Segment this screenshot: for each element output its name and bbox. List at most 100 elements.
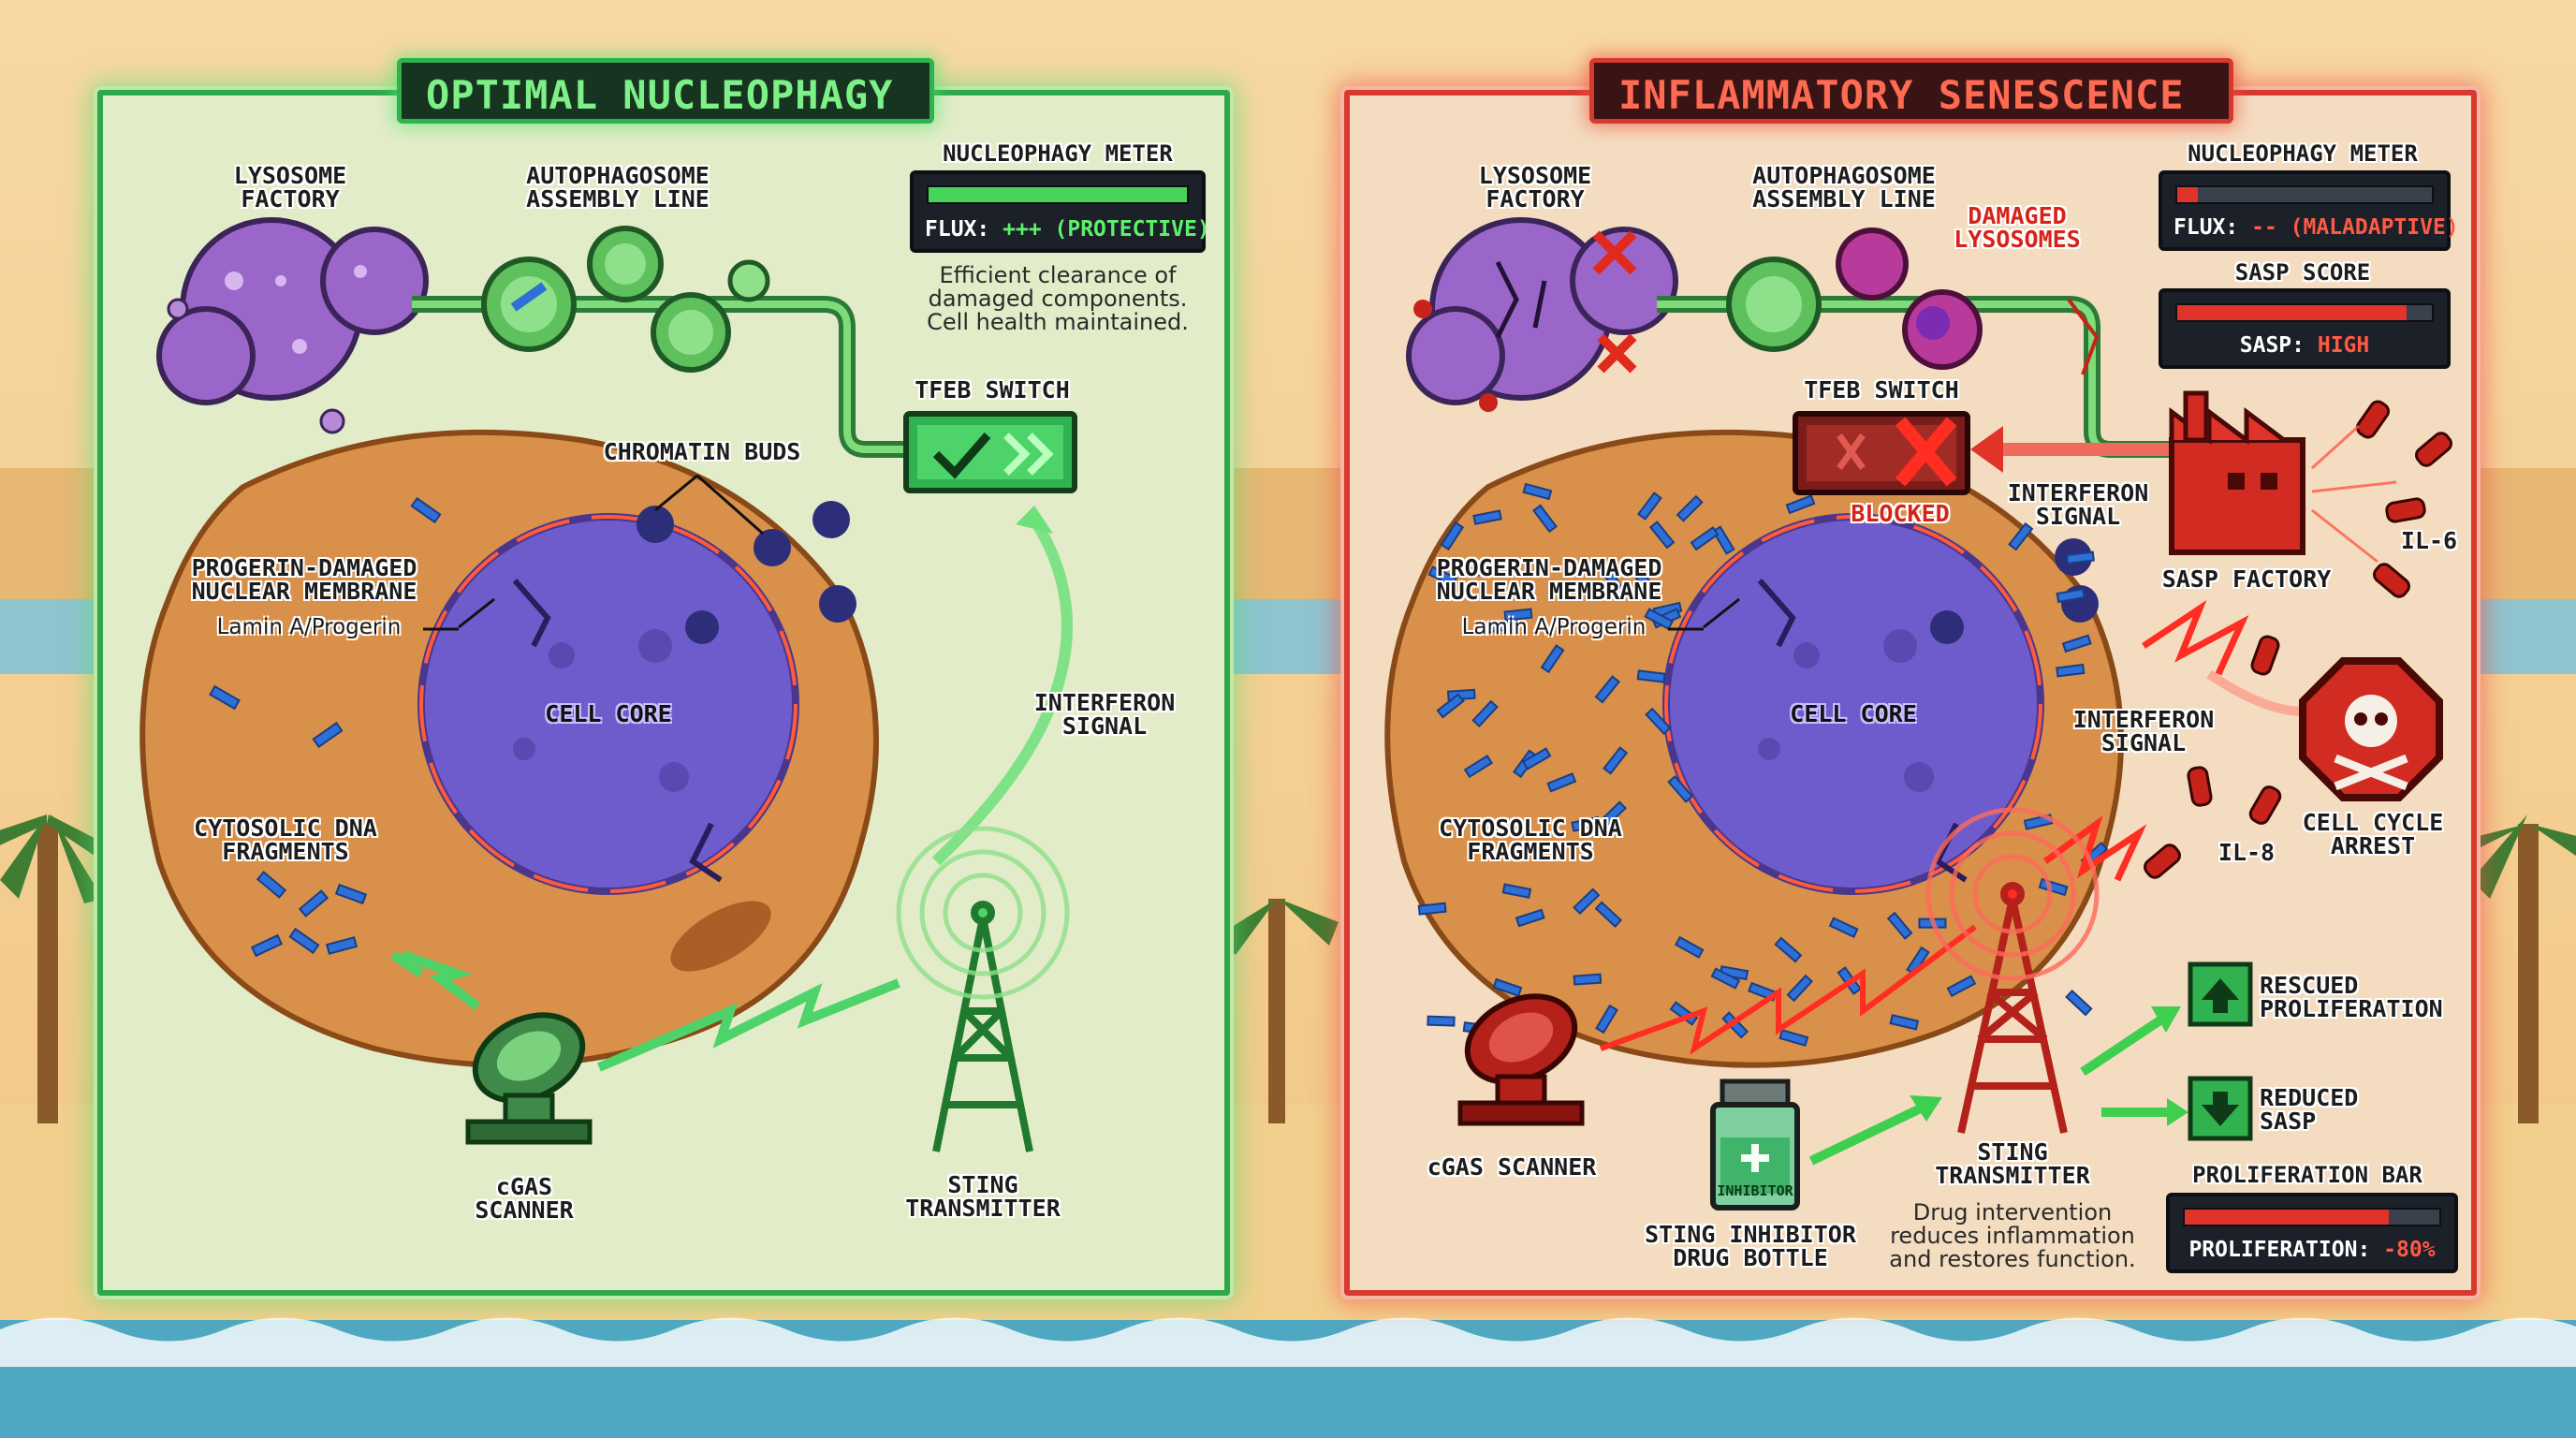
dna-fragment: [1470, 560, 1500, 579]
cgas-scanner-icon: [465, 1012, 593, 1145]
tfeb-switch-on-icon: [903, 411, 1077, 493]
dna-fragment: [2056, 663, 2086, 678]
dna-fragment: [1645, 707, 1672, 736]
dna-fragment: [1522, 482, 1553, 501]
dna-fragment: [1417, 902, 1447, 916]
dna-fragment: [1471, 699, 1499, 728]
left-meter-title: NUCLEOPHAGY METER: [943, 140, 1173, 167]
dna-fragment: [2065, 989, 2093, 1017]
chromatin-bud: [819, 585, 856, 623]
dna-fragment: [1629, 565, 1656, 594]
dna-fragment: [2061, 634, 2092, 653]
il6-label: IL-6: [2400, 527, 2458, 554]
bottle-label: INHIBITOR: [1717, 1182, 1793, 1199]
right-cell-core-label: CELL CORE: [1790, 700, 1917, 727]
dna-fragment: [1886, 911, 1913, 940]
sasp-fill: [2177, 305, 2407, 320]
chromatin-bud: [1930, 610, 1964, 644]
sting-tower-red-icon: [1957, 882, 2068, 1134]
il8-label: IL-8: [2217, 839, 2276, 866]
sasp-factory-label: SASP FACTORY: [2161, 565, 2332, 593]
left-meter-fill: [929, 187, 1187, 202]
dna-fragment: [1501, 883, 1532, 899]
dna-fragment: [1636, 669, 1666, 683]
right-tfeb-label: TFEB SWITCH: [1804, 376, 1959, 404]
chromatin-bud: [637, 506, 674, 543]
dna-fragment: [1774, 936, 1803, 963]
dna-fragment: [1472, 509, 1502, 525]
sting-inhibitor-bottle-icon: [1710, 1078, 1800, 1211]
right-lamin-label: Lamin A/Progerin: [1461, 615, 1647, 639]
dna-fragment: [1427, 1015, 1456, 1027]
sasp-factory-icon: [2169, 390, 2305, 555]
left-nucleophagy-meter: FLUX: +++ (PROTECTIVE): [910, 170, 1210, 253]
chromatin-buds-label: CHROMATIN BUDS: [603, 438, 801, 465]
left-panel-title: OPTIMAL NUCLEOPHAGY: [397, 58, 934, 124]
dna-fragment: [1778, 1029, 1809, 1047]
dna-fragment: [1492, 977, 1523, 997]
dna-fragment: [1594, 901, 1623, 928]
arrow-up-icon: [2188, 961, 2253, 1027]
sasp-score-meter: SASP: HIGH: [2159, 288, 2451, 369]
dna-fragment: [1828, 917, 1859, 938]
dna-fragment: [1595, 1004, 1618, 1034]
left-cell-core-label: CELL CORE: [545, 700, 672, 727]
dna-fragment: [1594, 675, 1621, 704]
dna-fragment: [1599, 800, 1627, 829]
dna-fragment: [1503, 608, 1533, 622]
tfeb-switch-blocked[interactable]: [1793, 412, 1970, 496]
damaged-lysosome-factory-icon: [1406, 217, 1678, 412]
palm-tree-icon: [0, 814, 2576, 1123]
dna-fragment: [2056, 588, 2086, 604]
drug-arrow: [1808, 1100, 1931, 1166]
autophagosome-icon: [481, 226, 770, 373]
dna-fragment: [1463, 754, 1494, 779]
stop-sign-skull-icon: [2299, 657, 2443, 801]
cgas-signal-arrow: [401, 950, 480, 1010]
proliferation-fill: [2185, 1210, 2389, 1225]
right-meter-title: NUCLEOPHAGY METER: [2188, 140, 2418, 167]
interferon-signal-bolt: [2042, 815, 2147, 882]
dna-fragment: [2065, 550, 2095, 565]
right-panel-title: INFLAMMATORY SENESCENCE: [1589, 58, 2233, 124]
dna-fragment: [1427, 565, 1458, 587]
sasp-score-title: SASP SCORE: [2234, 259, 2371, 286]
left-tfeb-label: TFEB SWITCH: [915, 376, 1070, 404]
dna-fragment: [1889, 1014, 1920, 1031]
proliferation-bar: PROLIFERATION: -80%: [2166, 1193, 2458, 1273]
dna-fragment: [1710, 967, 1741, 990]
dna-fragment: [1690, 526, 1720, 551]
dna-fragment: [1648, 521, 1676, 550]
dna-fragment: [1489, 619, 1519, 633]
dna-fragment: [1546, 772, 1577, 793]
dna-fragment: [1786, 974, 1814, 1003]
rescue-arrow: [2080, 1011, 2170, 1077]
cgas-scanner-red-icon: [1457, 993, 1585, 1126]
proliferation-bar-title: PROLIFERATION BAR: [2192, 1162, 2422, 1188]
damaged-lysosome-icon: [1836, 227, 1983, 370]
lysosome-factory-icon: [156, 217, 429, 434]
interferon-signal-bolt: [2142, 599, 2249, 676]
dna-fragment: [1676, 494, 1704, 522]
dna-fragment: [1440, 521, 1465, 551]
dna-fragment: [1532, 504, 1558, 534]
autophagosome-icon: [1726, 257, 1822, 352]
dna-fragment-icon: [209, 496, 442, 958]
dna-fragment: [1785, 494, 1816, 515]
